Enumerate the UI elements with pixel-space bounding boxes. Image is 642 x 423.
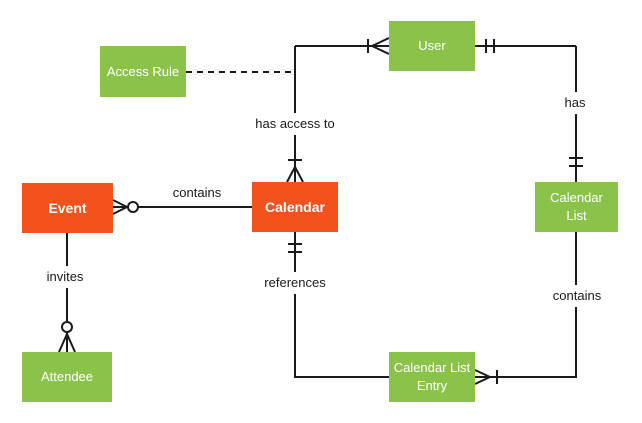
relationship-label-invites: invites [41,266,89,288]
ring-zero-icon [127,201,139,213]
entity-access-rule-label: Access Rule [106,63,180,79]
entity-calendar: Calendar [252,182,338,232]
crowfoot-many-icon [286,166,304,183]
entity-event: Event [22,183,113,233]
entity-attendee-label: Attendee [40,369,94,384]
ring-zero-icon [61,321,73,333]
entity-calendar-label: Calendar [265,199,325,215]
connector-has [475,39,583,182]
relationship-label-contains-event: contains [167,182,227,204]
relationship-label-has-access-to: has access to [250,113,340,135]
double-bar-one-icon [288,243,302,253]
entity-calendar-list: Calendar List [535,182,618,232]
entity-calendar-list-entry: Calendar List Entry [389,352,475,402]
relationship-label-contains-entry: contains [547,285,607,307]
entity-access-rule: Access Rule [100,46,186,97]
relationship-label-references: references [259,272,331,294]
relationship-label-has: has [559,92,591,114]
crowfoot-many-icon [474,369,491,385]
entity-user: User [389,21,475,71]
connector-has-access-to [286,37,390,183]
entity-event-label: Event [48,200,87,216]
connector-contains-entry [474,232,577,385]
double-bar-one-icon [569,157,583,167]
crowfoot-many-icon [58,332,76,353]
connector-invites [58,233,76,353]
entity-attendee: Attendee [22,352,112,402]
crowfoot-many-icon [112,199,128,215]
crowfoot-many-icon [371,37,390,55]
entity-calendar-list-entry-label: Calendar List Entry [393,360,471,393]
double-bar-one-icon [485,39,495,53]
connector-contains-event [112,199,252,215]
connector-references [288,232,389,378]
entity-user-label: User [418,38,446,53]
entity-calendar-list-label: Calendar List [550,190,603,223]
